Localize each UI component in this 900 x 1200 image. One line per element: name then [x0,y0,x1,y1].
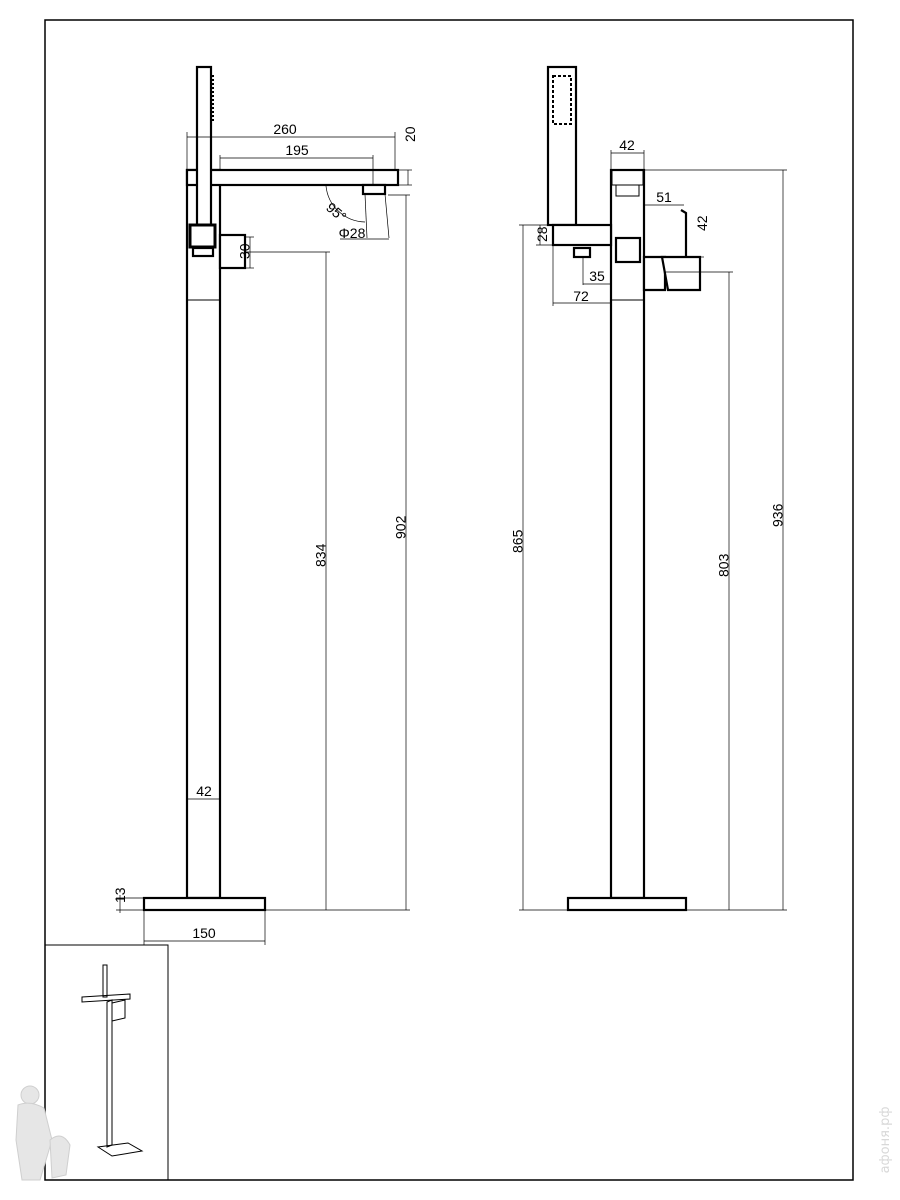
dim-base-width: 150 [192,925,216,941]
product-preview [81,964,144,1157]
dim-holder-axis-height: 865 [509,529,525,553]
shower-nozzles [552,75,572,125]
valve-box [218,233,247,270]
dim-total-height: 936 [769,503,785,527]
holder-base [191,246,215,258]
dim-column-width: 42 [619,137,635,153]
base-plate [566,896,688,912]
dim-outlet-height: 902 [392,515,408,539]
dim-handle-axis-height: 803 [715,553,731,577]
watermark-text: афоня.рф [878,1107,893,1174]
dim-nozzle-offset: 35 [589,268,605,284]
column [609,168,646,900]
dim-spout-height: 20 [402,126,418,142]
dim-base-thickness: 13 [112,887,128,903]
valve-box [614,236,642,264]
dim-column-width: 42 [196,783,212,799]
shower-arm [551,223,613,247]
watermark-mascot [15,1085,71,1181]
dim-handle-height: 42 [694,215,710,231]
shower-nozzle-connector [572,246,592,259]
dim-holder-height: 28 [534,226,550,242]
dim-outlet-diameter: Φ28 [339,225,366,241]
dim-spout-length: 260 [273,121,297,137]
front-view: 42 51 42 28 35 72 865 803 936 [509,65,787,912]
hand-shower [195,65,213,249]
aerator [361,183,387,196]
preview-inset-frame [44,944,169,1181]
dim-valve-axis-height: 834 [312,543,328,567]
side-view: 260 195 20 95° Φ28 30 834 902 42 13 150 [112,65,418,945]
spout [185,168,400,187]
dim-spout-reach: 195 [285,142,309,158]
base-plate [142,896,267,912]
drawing-frame [44,19,854,1181]
dim-valve-height: 30 [236,243,252,259]
dim-holder-reach: 72 [573,288,589,304]
dim-handle-projection: 51 [656,189,672,205]
shower-holder [188,223,217,249]
